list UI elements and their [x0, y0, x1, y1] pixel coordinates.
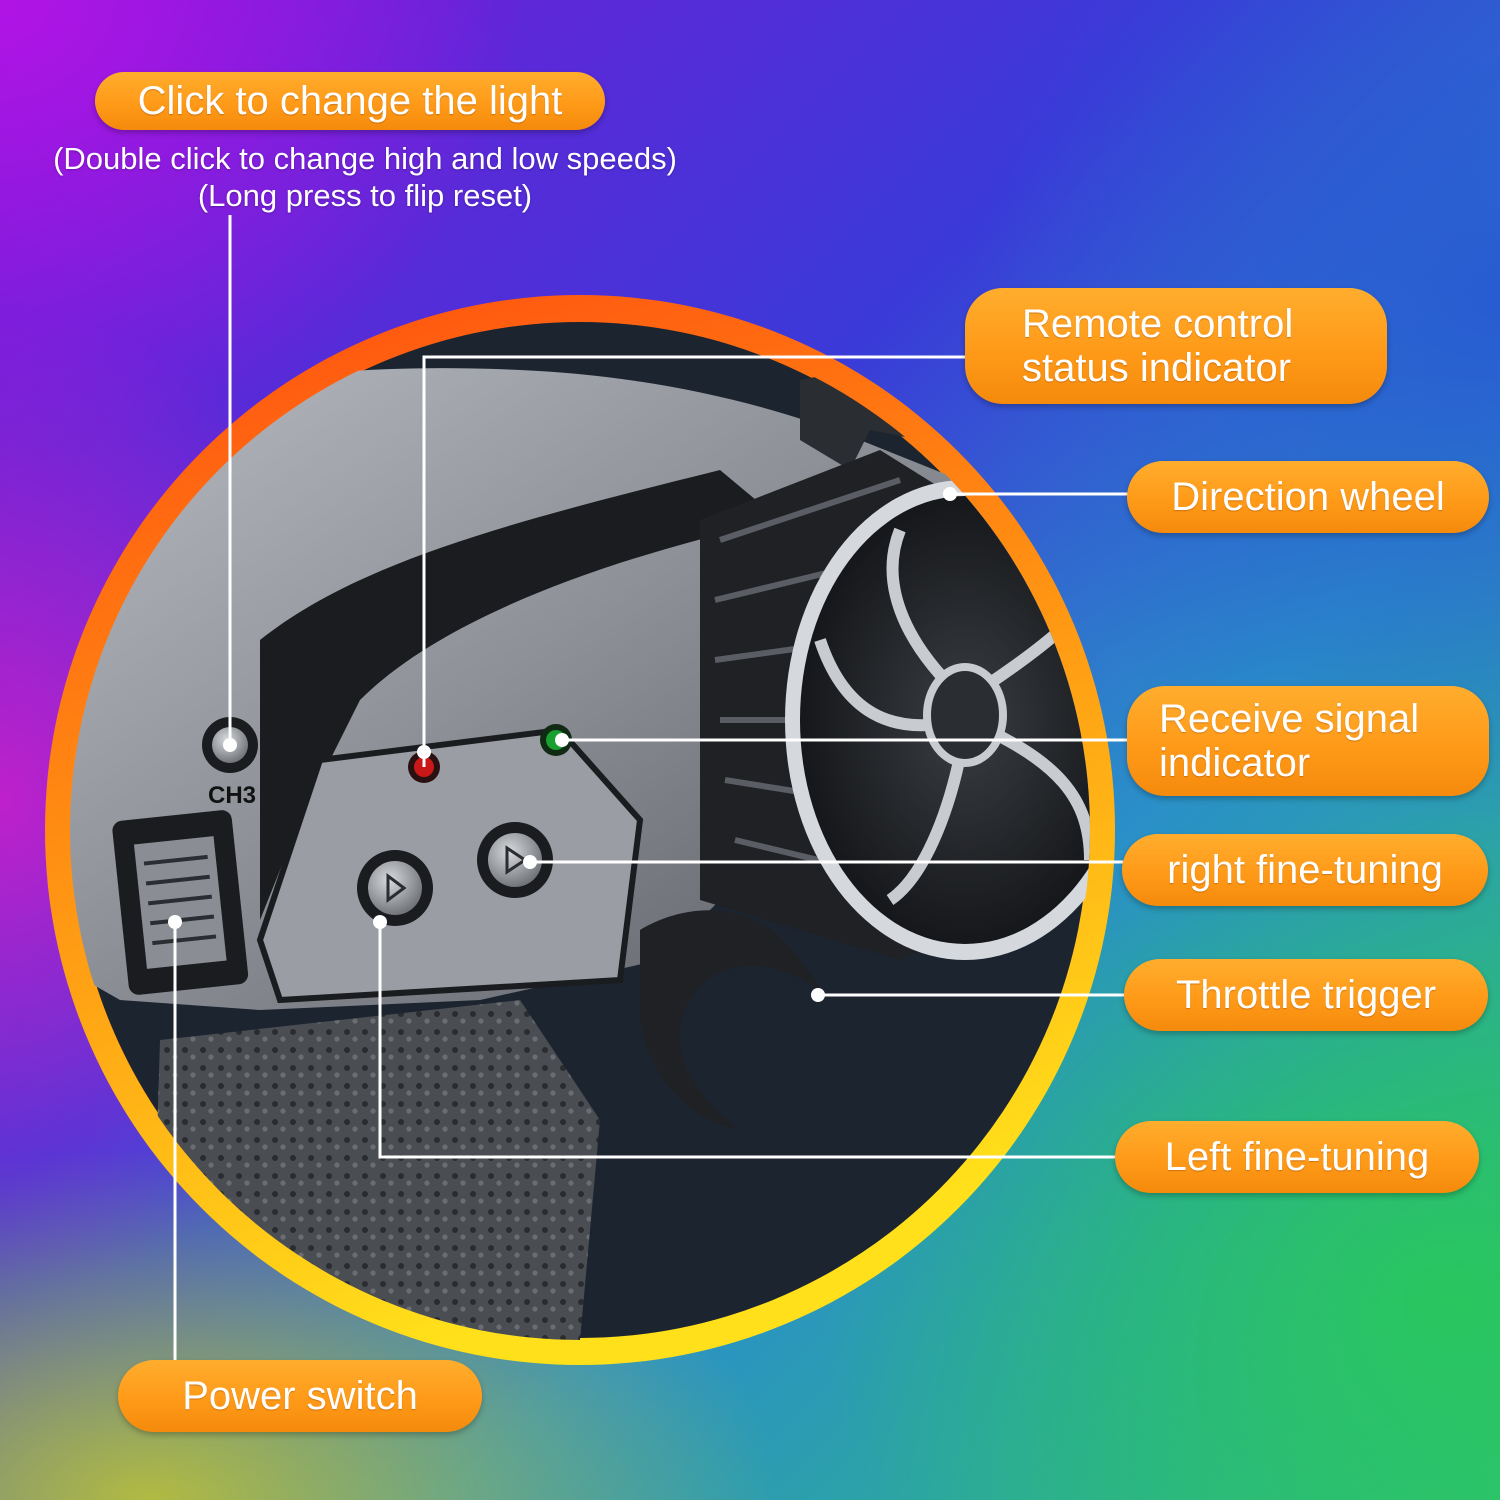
direction-wheel-label: Direction wheel [1127, 461, 1489, 533]
light-button-note-1: (Double click to change high and low spe… [53, 141, 677, 176]
right-fine-tuning-text: right fine-tuning [1167, 848, 1443, 892]
right-arrow-icon [505, 845, 528, 875]
power-switch-text: Power switch [182, 1374, 418, 1418]
direction-wheel-text: Direction wheel [1171, 475, 1445, 519]
side-plate [256, 726, 644, 1004]
body-stripe [260, 470, 780, 920]
throttle-trigger-label: Throttle trigger [1124, 959, 1488, 1031]
receive-signal-line-1: Receive signal [1159, 697, 1420, 741]
status-indicator-line-1: Remote control [1022, 302, 1294, 346]
power-switch-label: Power switch [118, 1360, 482, 1432]
right-fine-tuning-label: right fine-tuning [1122, 834, 1488, 906]
throttle-trigger-text: Throttle trigger [1175, 973, 1437, 1017]
left-arrow-icon [386, 873, 407, 903]
receive-signal-line-2: indicator [1159, 741, 1311, 785]
right-fine-tune-button[interactable] [488, 833, 542, 887]
throttle-trigger[interactable] [640, 910, 830, 1130]
status-indicator-line-2: status indicator [1022, 346, 1292, 390]
light-button-note-2: (Long press to flip reset) [197, 178, 533, 213]
receive-signal-label: Receive signal indicator [1127, 686, 1489, 796]
ch3-label: CH3 [208, 782, 256, 809]
light-button-title: Click to change the light [137, 79, 563, 123]
callout-lines [173, 215, 1128, 1360]
light-button-label: Click to change the light [95, 72, 605, 130]
status-indicator-label: Remote control status indicator [965, 288, 1387, 404]
left-fine-tuning-text: Left fine-tuning [1164, 1135, 1430, 1179]
left-fine-tune-button[interactable] [368, 861, 422, 915]
left-fine-tuning-label: Left fine-tuning [1115, 1121, 1479, 1193]
